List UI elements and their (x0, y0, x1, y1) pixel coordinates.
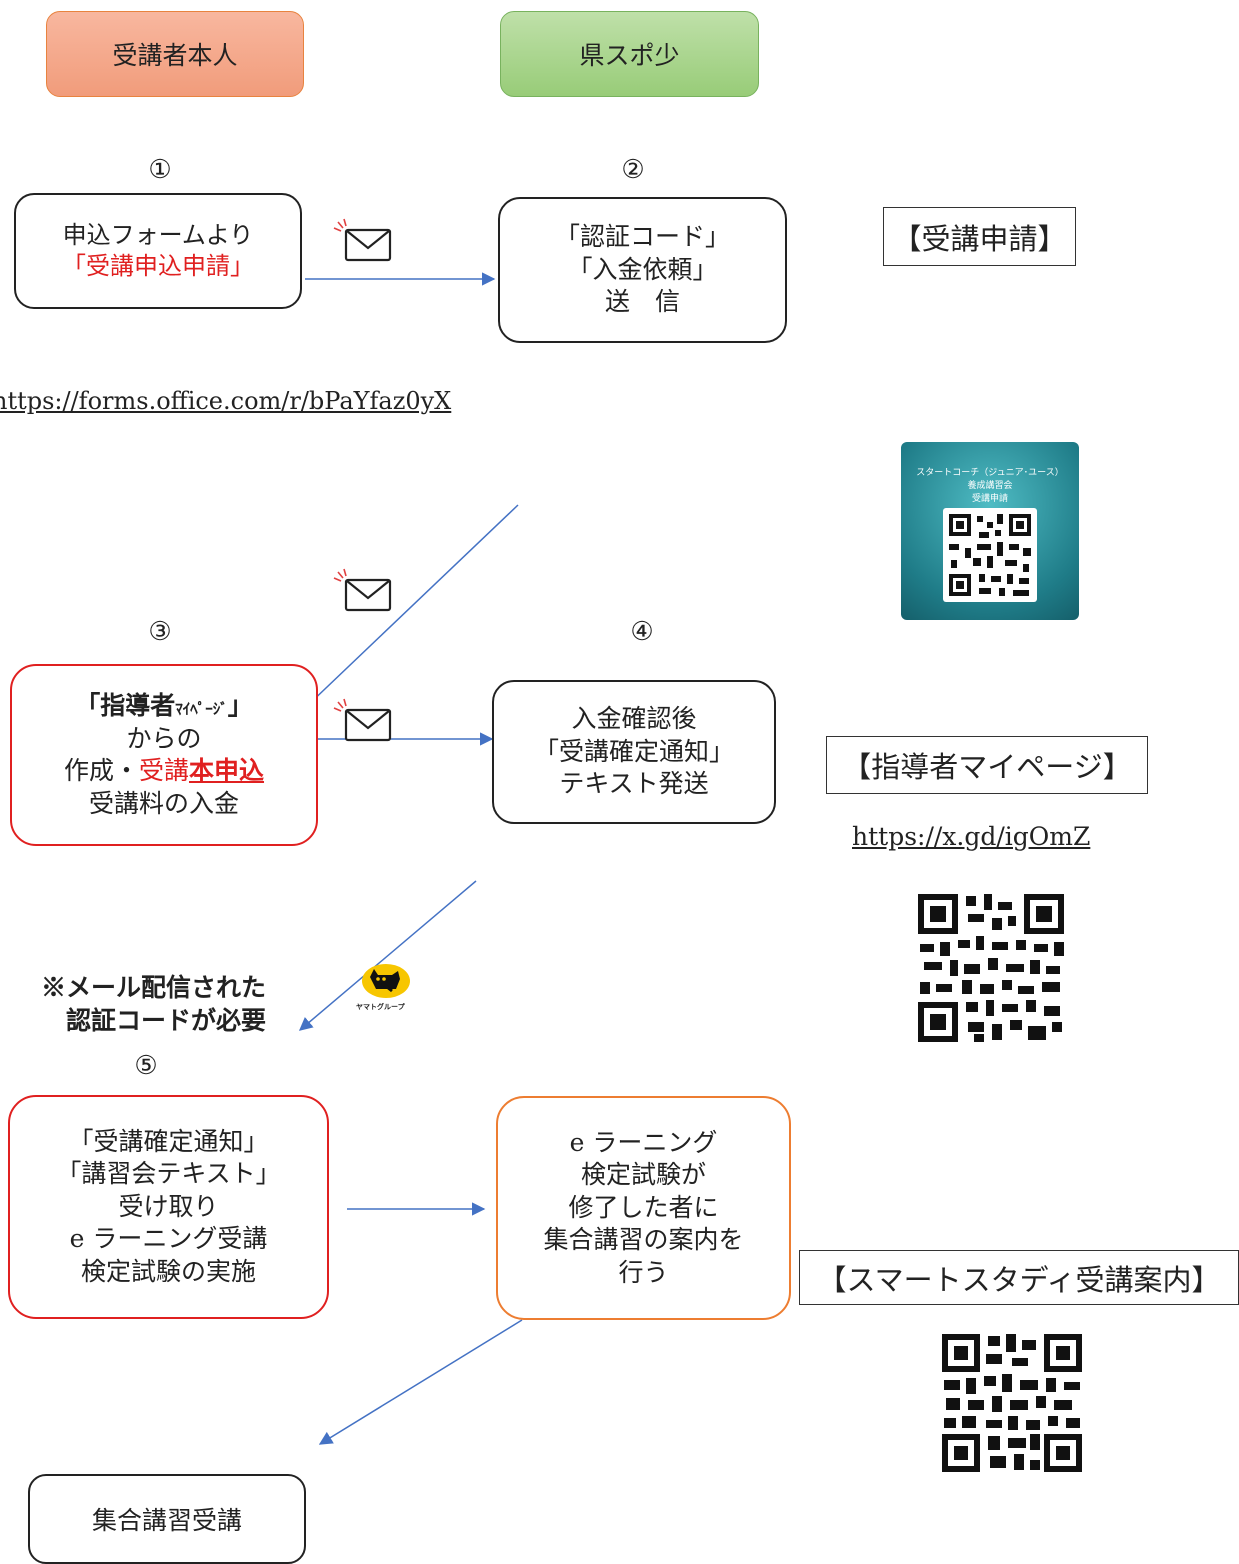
step-number-4: ④ (630, 617, 654, 647)
mypage-qr-code-icon[interactable] (918, 894, 1064, 1042)
step-6-line3: 修了した者に (568, 1192, 719, 1222)
lane-prefecture-label: 県スポ少 (579, 41, 680, 70)
mypage-url-link[interactable]: https://x.gd/igOmZ (852, 822, 1090, 851)
step-5-line4: e ラーニング受講 (69, 1224, 268, 1254)
form-url-text: https://forms.office.com/r/bPaYfaz0yX (0, 387, 452, 415)
step-1-line1: 申込フォームより (62, 220, 254, 249)
step-3-line2: からの (126, 723, 202, 753)
study-qr-code-icon[interactable] (942, 1334, 1082, 1472)
arrow-6-to-7 (318, 1319, 523, 1445)
step-2-line1: 「認証コード」 (554, 222, 730, 252)
section-heading-study: 【スマートスタディ受講案内】 (799, 1250, 1239, 1305)
apply-qr-card[interactable]: スタートコーチ（ジュニア･ユース） 養成講習会 受講申請 (901, 442, 1079, 620)
section-heading-apply-text: 【受講申請】 (892, 221, 1067, 256)
qr-card-line1: スタートコーチ（ジュニア･ユース） (916, 466, 1064, 477)
step-number-2: ② (621, 155, 645, 185)
step-7-line1: 集合講習受講 (91, 1506, 242, 1535)
form-url-link[interactable]: https://forms.office.com/r/bPaYfaz0yX (0, 387, 476, 415)
qr-code-icon (943, 507, 1037, 602)
mypage-url-text: https://x.gd/igOmZ (852, 822, 1091, 851)
step-4-box: 入金確認後 「受講確定通知」 テキスト発送 (492, 680, 776, 824)
step-3-mypage-bold: 「指導者 (75, 691, 176, 720)
step-5-line1: 「受講確定通知」 (68, 1126, 269, 1156)
yamato-group-label: ヤマトグループ (356, 1002, 405, 1012)
step-6-line1: e ラーニング (569, 1127, 718, 1157)
step-3-mypage-end: 」 (227, 691, 253, 720)
qr-card-line3: 受講申請 (971, 492, 1008, 503)
step-6-line4: 集合講習の案内を (543, 1225, 744, 1255)
auth-code-note-line2: 認証コードが必要 (65, 1005, 266, 1035)
auth-code-note: ※メール配信された 認証コードが必要 (34, 972, 266, 1037)
step-5-line2: 「講習会テキスト」 (56, 1159, 281, 1189)
section-heading-mypage-text: 【指導者マイページ】 (842, 750, 1132, 784)
step-2-line3: 送 信 (604, 287, 680, 317)
step-3-box: 「指導者ﾏｲﾍﾟｰｼﾞ」 からの 作成・受講本申込 受講料の入金 (10, 664, 318, 846)
mail-icon (333, 698, 392, 742)
section-heading-mypage: 【指導者マイページ】 (826, 736, 1148, 794)
step-1-box: 申込フォームより 「受講申込申請」 (14, 193, 302, 309)
lane-header-applicant: 受講者本人 (46, 11, 304, 97)
yamato-logo (362, 964, 410, 998)
step-6-box: e ラーニング 検定試験が 修了した者に 集合講習の案内を 行う (496, 1096, 791, 1320)
step-2-box: 「認証コード」 「入金依頼」 送 信 (498, 197, 787, 343)
step-5-line3: 受け取り (118, 1191, 219, 1221)
step-number-5: ⑤ (134, 1051, 158, 1081)
step-3-line4: 受講料の入金 (88, 788, 239, 818)
step-number-1: ① (148, 155, 172, 185)
step-5-line5: 検定試験の実施 (80, 1256, 256, 1286)
step-6-line2: 検定試験が (580, 1160, 706, 1190)
step-3-line3-a: 作成・ (63, 756, 139, 785)
qr-card-line2: 養成講習会 (967, 479, 1013, 490)
mail-icon (333, 218, 392, 262)
step-2-line2: 「入金依頼」 (567, 254, 718, 284)
step-4-line2: 「受講確定通知」 (533, 736, 734, 766)
step-7-box: 集合講習受講 (28, 1474, 306, 1564)
section-heading-study-text: 【スマートスタディ受講案内】 (817, 1262, 1221, 1297)
step-number-3: ③ (148, 617, 172, 647)
step-4-line1: 入金確認後 (571, 704, 697, 734)
arrow-4-to-note (298, 880, 477, 1031)
arrow-qr-to-3 (304, 504, 519, 709)
auth-code-note-line1: ※メール配信された (40, 973, 266, 1002)
section-heading-apply: 【受講申請】 (883, 207, 1076, 266)
step-1-line2: 「受講申込申請」 (62, 252, 254, 280)
mail-icon (333, 568, 392, 612)
lane-applicant-label: 受講者本人 (112, 41, 238, 70)
step-3-line3-b: 受講 (138, 756, 189, 785)
step-3-mypage-small: ﾏｲﾍﾟｰｼﾞ (175, 700, 228, 718)
step-3-line3-c: 本申込 (189, 756, 265, 785)
step-6-line5: 行う (618, 1257, 669, 1287)
step-4-line3: テキスト発送 (559, 769, 709, 799)
yamato-group-label-text: ヤマトグループ (356, 1004, 405, 1011)
lane-header-prefecture: 県スポ少 (500, 11, 759, 97)
step-5-box: 「受講確定通知」 「講習会テキスト」 受け取り e ラーニング受講 検定試験の実… (8, 1095, 329, 1319)
